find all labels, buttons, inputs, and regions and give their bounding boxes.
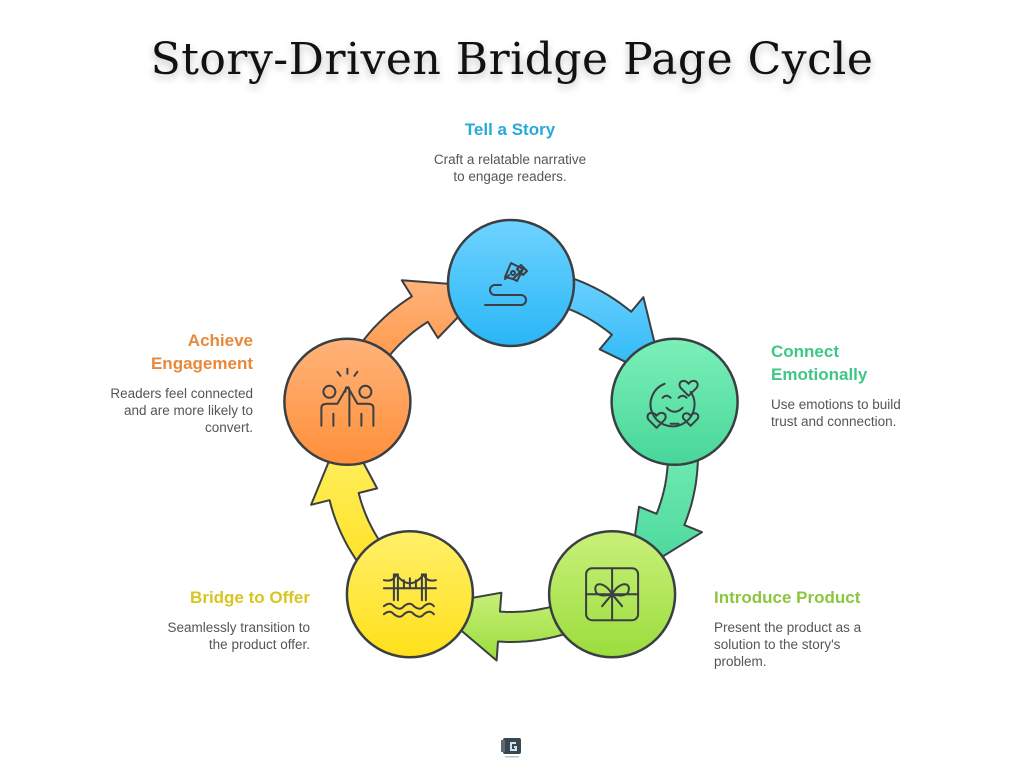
step-title-line: Connect	[771, 342, 839, 361]
high-five-icon	[320, 367, 375, 427]
step-label-connect-emotionally: Connect Emotionally Use emotions to buil…	[771, 340, 971, 430]
step-description: Readers feel connected and are more like…	[60, 385, 253, 436]
step-title: Introduce Product	[714, 588, 861, 607]
step-description-line: problem.	[714, 654, 767, 669]
step-title: Bridge to Offer	[190, 588, 310, 607]
step-label-introduce-product: Introduce Product Present the product as…	[714, 586, 934, 670]
step-circle	[446, 218, 576, 348]
smiley-hearts-icon	[646, 379, 700, 429]
step-description-line: trust and connection.	[771, 414, 897, 429]
step-title-line: Emotionally	[771, 365, 868, 384]
step-title-line: Engagement	[150, 354, 253, 373]
step-description: Seamlessly transition to the product off…	[110, 619, 310, 653]
gift-box-icon	[585, 567, 640, 622]
step-label-achieve-engagement: Achieve Engagement Readers feel connecte…	[60, 329, 253, 436]
step-description: Craft a relatable narrative to engage re…	[380, 151, 640, 185]
step-node-tell-a-story	[446, 218, 576, 348]
step-title: Achieve Engagement	[60, 329, 253, 375]
pen-nib-icon	[484, 262, 528, 306]
step-description-line: to engage readers.	[453, 169, 567, 184]
step-description-line: Present the product as a	[714, 620, 862, 635]
step-description-line: Readers feel connected	[110, 386, 253, 401]
step-description-line: Use emotions to build	[771, 397, 901, 412]
brand-logo-icon	[501, 738, 521, 758]
step-circle	[345, 529, 475, 659]
step-node-connect-emotionally	[610, 337, 739, 467]
step-label-tell-a-story: Tell a Story Craft a relatable narrative…	[380, 118, 640, 185]
step-description-line: Craft a relatable narrative	[433, 152, 587, 167]
step-circle	[283, 337, 412, 467]
step-title: Connect Emotionally	[771, 340, 971, 386]
step-title-line: Achieve	[187, 331, 253, 350]
step-node-bridge-to-offer	[345, 529, 475, 659]
step-description-line: solution to the story's	[714, 637, 841, 652]
step-node-introduce-product	[547, 529, 677, 659]
bridge-icon	[382, 573, 437, 618]
step-circle	[610, 337, 739, 467]
step-description: Present the product as a solution to the…	[714, 619, 934, 670]
step-description-line: Seamlessly transition to	[167, 620, 310, 635]
step-description-line: convert.	[204, 420, 253, 435]
step-title: Tell a Story	[464, 120, 556, 139]
page-title: Story-Driven Bridge Page Cycle	[150, 34, 874, 85]
step-description-line: and are more likely to	[123, 403, 253, 418]
step-description-line: the product offer.	[208, 637, 310, 652]
step-label-bridge-to-offer: Bridge to Offer Seamlessly transition to…	[110, 586, 310, 653]
step-node-achieve-engagement	[283, 337, 412, 467]
step-description: Use emotions to build trust and connecti…	[771, 396, 971, 430]
